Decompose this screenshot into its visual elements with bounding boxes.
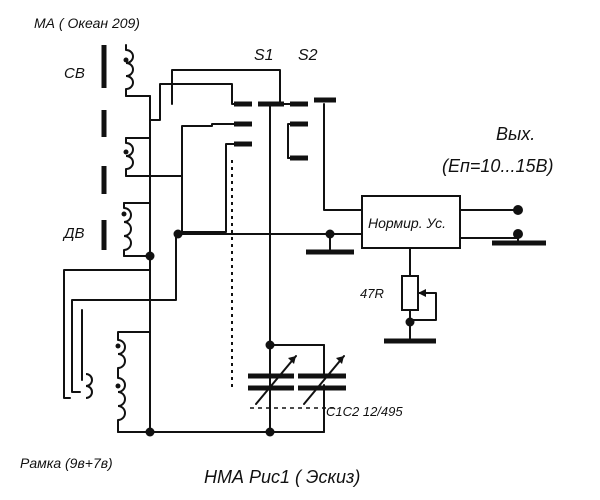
- coil-dv: [121, 202, 151, 257]
- switch-s2: [290, 97, 336, 161]
- label-s2: S2: [298, 47, 318, 64]
- label-s1: S1: [254, 47, 274, 64]
- amplifier-label: Нормир. Ус.: [368, 215, 446, 231]
- coil-frame: [85, 339, 126, 433]
- label-frame: Рамка (9в+7в): [20, 455, 113, 471]
- label-cap: C1C2 12/495: [326, 404, 403, 419]
- variable-capacitor: [248, 355, 346, 409]
- label-dv: ДВ: [62, 225, 85, 242]
- coil-sv: [123, 44, 151, 97]
- potentiometer-47r: [384, 275, 437, 344]
- label-caption: НМА Рис1 ( Эскиз): [204, 467, 360, 487]
- switch-s1: [234, 101, 284, 147]
- coil-sv-2: [123, 137, 183, 177]
- amplifier-block: Нормир. Ус.: [306, 195, 546, 277]
- label-resistor: 47R: [360, 286, 384, 301]
- label-ma: МА ( Океан 209): [34, 15, 140, 31]
- label-supply: (Еп=10...15В): [442, 156, 553, 176]
- label-out: Вых.: [496, 124, 535, 144]
- label-sv: СВ: [64, 65, 85, 82]
- wiring: [63, 69, 363, 437]
